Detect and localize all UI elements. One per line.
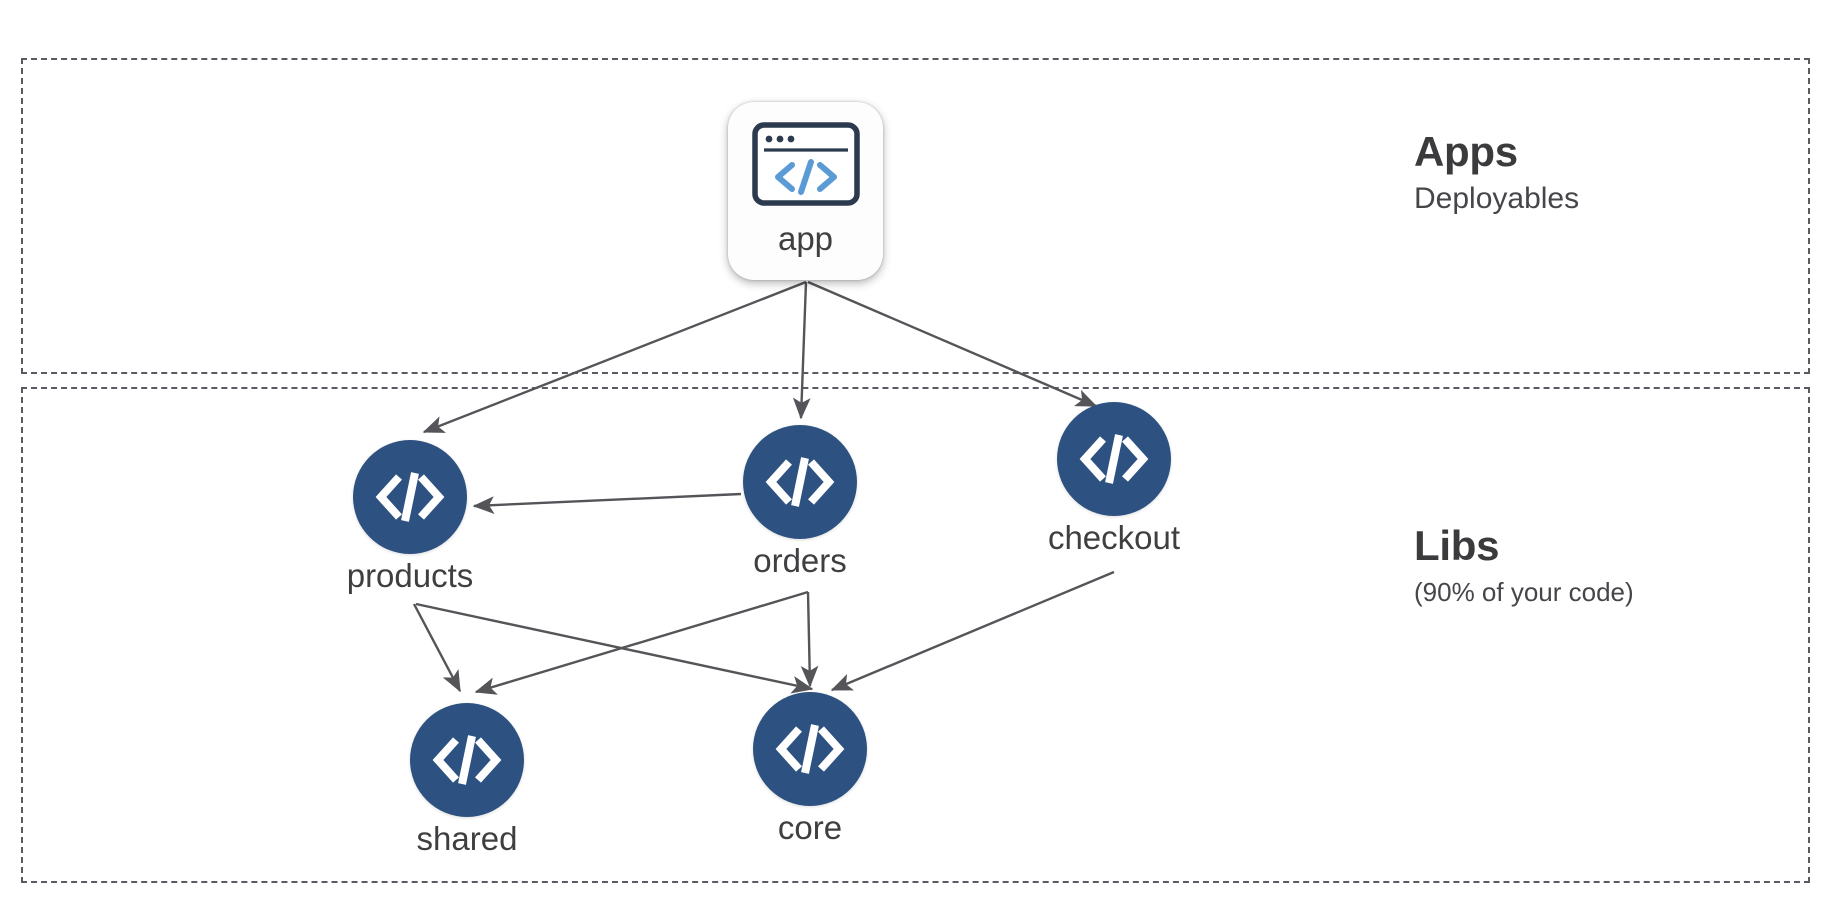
node-shared-label: shared	[416, 820, 518, 857]
zone-legend-apps: Apps Deployables	[1414, 128, 1580, 218]
zone-libs-subtitle: (90% of your code)	[1414, 577, 1634, 608]
node-products[interactable]: products	[347, 440, 473, 594]
code-brackets-icon	[775, 724, 845, 774]
zone-libs	[21, 387, 1810, 883]
code-brackets-icon	[765, 457, 835, 507]
node-products-label: products	[346, 557, 474, 594]
zone-libs-title: Libs	[1414, 522, 1500, 569]
node-checkout[interactable]: checkout	[1048, 402, 1180, 556]
node-core-circle	[753, 692, 867, 806]
code-brackets-icon	[432, 735, 502, 785]
node-core-label: core	[777, 809, 843, 846]
zone-apps-title: Apps	[1414, 128, 1518, 175]
zone-legend-libs: Libs (90% of your code)	[1414, 522, 1634, 609]
node-orders-circle	[743, 425, 857, 539]
browser-code-icon	[750, 120, 862, 208]
node-shared[interactable]: shared	[410, 703, 524, 857]
code-brackets-icon	[1079, 434, 1149, 484]
node-checkout-circle	[1057, 402, 1171, 516]
code-brackets-icon	[375, 472, 445, 522]
node-app[interactable]: app	[728, 102, 883, 280]
node-checkout-label: checkout	[1047, 519, 1181, 556]
node-orders[interactable]: orders	[743, 425, 857, 579]
zone-apps-subtitle: Deployables	[1414, 182, 1580, 216]
node-core[interactable]: core	[753, 692, 867, 846]
node-app-label: app	[777, 220, 834, 257]
node-shared-circle	[410, 703, 524, 817]
node-orders-label: orders	[753, 542, 847, 579]
node-products-circle	[353, 440, 467, 554]
